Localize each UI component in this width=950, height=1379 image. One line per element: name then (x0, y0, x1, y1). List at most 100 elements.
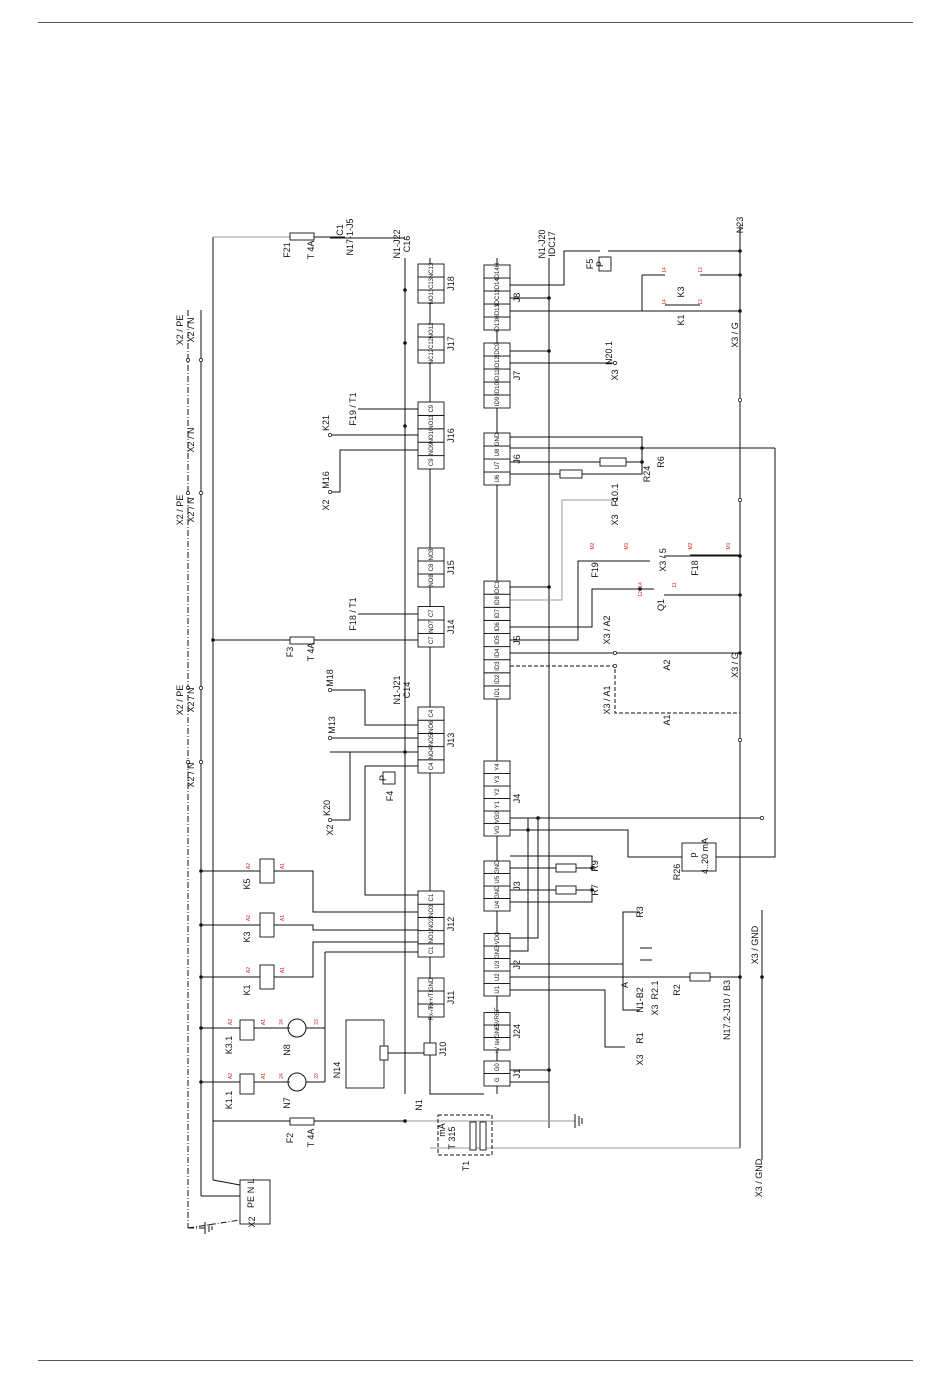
label-idc17: IDC17 (547, 231, 557, 257)
transformer-core-a (469, 1121, 477, 1151)
label-x2pe: X2 / PE (175, 315, 185, 346)
label-q1: Q1 (656, 599, 666, 611)
label-f3: F3 (285, 647, 295, 658)
terminal-dot (199, 358, 203, 362)
wire (510, 889, 593, 903)
red-pin-m1: M1 (624, 542, 630, 549)
junction-dot (590, 866, 594, 870)
connector-pin (483, 1012, 511, 1026)
connector-name: J8 (512, 293, 522, 303)
pin-label: Y4 (495, 763, 501, 771)
connector-name: J14 (446, 619, 456, 634)
wire (510, 989, 625, 1048)
label-f4: F4 (385, 791, 395, 802)
wire (510, 560, 620, 641)
label-x2n: X2 / N (186, 687, 196, 712)
pin-label: Rx-/Tx- (429, 1001, 435, 1021)
pin-label: G0 (495, 1063, 501, 1072)
pin-label: G (495, 1077, 501, 1082)
label-n1_j21: N1-J21 (392, 675, 402, 704)
pin-label: IDC13 (495, 288, 501, 306)
connector-name: J12 (446, 917, 456, 932)
pin-label: ID10 (495, 382, 501, 395)
pin-label: C7 (429, 609, 435, 617)
label-p: P (595, 261, 605, 267)
relay-coil-k5 (259, 858, 275, 884)
relay-coil-k3_1 (239, 1019, 255, 1041)
junction-dot (738, 249, 742, 253)
red-pin-a2r: A2 (246, 915, 252, 921)
pin-label: ID8 (495, 595, 501, 605)
terminal-dot (613, 498, 617, 502)
pin-label: NC12 (429, 348, 435, 364)
earth-icon-2 (574, 1114, 583, 1128)
label-n1_j22: N1-J22 (392, 229, 402, 258)
junction-dot (547, 1068, 551, 1072)
module-n14 (345, 1019, 385, 1089)
label-r21: R2.1 (650, 980, 660, 999)
label-n17: N17-1-J5 (345, 218, 355, 255)
terminal-dot (186, 491, 190, 495)
label-k5: K5 (242, 878, 252, 889)
pin-label: ID5 (495, 635, 501, 645)
label-x2pe: X2 / PE (175, 495, 185, 526)
label-r24: R24 (642, 466, 652, 483)
terminal-dot (738, 738, 742, 742)
wire (330, 689, 418, 726)
label-n1_j20: N1-J20 (537, 229, 547, 258)
junction-dot (738, 975, 742, 979)
pin-label: C12 (429, 337, 435, 349)
connector-name: J13 (446, 733, 456, 748)
label-k21: K21 (321, 415, 331, 431)
connector-pin (417, 547, 445, 562)
red-pin-a2r: A2 (246, 967, 252, 973)
fuse-f21 (289, 232, 315, 241)
connector-pin (483, 1060, 511, 1074)
connector-pin (417, 890, 445, 905)
label-r9: R9 (590, 860, 600, 872)
pressure-switch-f5 (598, 256, 612, 272)
junction-dot (738, 554, 742, 558)
pin-label: U6 (495, 474, 501, 482)
pin-label: ID14 (495, 278, 501, 291)
red-pin-m2: M2 (590, 542, 596, 549)
pin-label: NO13 (429, 288, 435, 304)
wire (510, 829, 690, 858)
label-r7: R7 (590, 884, 600, 896)
connector-pin (483, 933, 511, 947)
label-pe: PE (246, 1196, 256, 1208)
connector-name: J16 (446, 428, 456, 443)
label-x2n: X2 / N (186, 317, 196, 342)
label-r1: R1 (635, 1032, 645, 1044)
terminal-dot (328, 688, 332, 692)
label-n23: N23 (735, 217, 745, 234)
red-pin-c24: 24 (279, 1073, 285, 1079)
connector-pin (483, 264, 511, 279)
label-c14: C14 (402, 682, 412, 699)
wire (510, 588, 640, 628)
red-pin-a1r: A1 (280, 967, 286, 973)
pin-label: GND (429, 977, 435, 991)
terminal-dot (613, 651, 617, 655)
pin-label: C9 (429, 404, 435, 412)
pin-label: U2 (495, 973, 501, 981)
connector-pin (417, 401, 445, 416)
junction-dot (403, 341, 407, 345)
wire (187, 1219, 241, 1229)
pin-label: +V term (495, 1033, 501, 1054)
sensor-r24 (559, 469, 583, 479)
sensor-r9 (555, 863, 577, 873)
wire (364, 766, 418, 896)
wire (274, 870, 418, 913)
sensor-r2 (689, 972, 711, 982)
label-x3: X3 (635, 1054, 645, 1065)
wire (622, 964, 640, 1011)
pressure-switch-f4 (382, 771, 396, 785)
sensor-r6 (599, 457, 627, 467)
pin-label: U5 (495, 875, 501, 883)
pin-label: GND (495, 432, 501, 446)
varistor (287, 1072, 307, 1092)
junction-dot (738, 273, 742, 277)
label-x35: X3 / 5 (658, 548, 668, 572)
